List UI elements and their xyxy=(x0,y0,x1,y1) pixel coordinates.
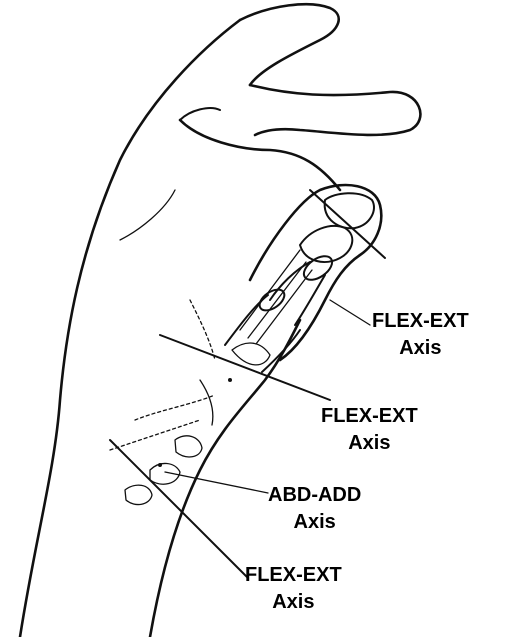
flex-ext-axis-label-cmc: FLEX-EXT Axis xyxy=(245,562,342,616)
flex-ext-axis-label-ip: FLEX-EXT Axis xyxy=(372,308,469,362)
axis-label-title: FLEX-EXT xyxy=(245,562,342,589)
leader-abd-add xyxy=(165,472,268,493)
axis-line-mcp xyxy=(160,335,330,400)
thumb-illustration xyxy=(190,185,381,372)
axis-label-sub: Axis xyxy=(321,430,418,457)
hand-outline xyxy=(20,4,420,637)
flex-ext-axis-label-mcp: FLEX-EXT Axis xyxy=(321,403,418,457)
carpal-bones xyxy=(110,378,232,505)
axis-label-sub: Axis xyxy=(372,335,469,362)
abd-add-axis-label: ABD-ADD Axis xyxy=(268,482,361,536)
axis-line-cmc xyxy=(110,440,248,578)
leader-ip xyxy=(330,300,370,325)
axis-label-title: FLEX-EXT xyxy=(372,308,469,335)
axis-label-title: FLEX-EXT xyxy=(321,403,418,430)
axis-label-title: ABD-ADD xyxy=(268,482,361,509)
axis-label-sub: Axis xyxy=(268,509,361,536)
axis-label-sub: Axis xyxy=(245,589,342,616)
axis-line-ip xyxy=(310,190,385,258)
